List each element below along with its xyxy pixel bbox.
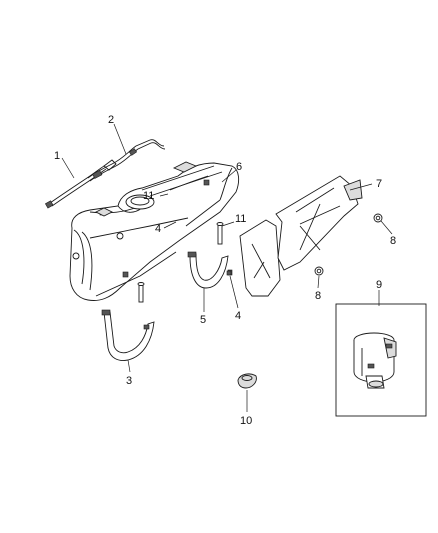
- callout-4b: 4: [235, 310, 241, 322]
- part-4-fastener: [226, 270, 232, 276]
- part-2-vapor-line: [87, 139, 166, 182]
- part-11-bolt: [137, 282, 145, 303]
- callout-2: 2: [108, 114, 114, 126]
- part-9-fuel-pump-module: [353, 332, 397, 389]
- callout-11a: 11: [143, 190, 154, 202]
- callout-5: 5: [200, 314, 206, 326]
- part-11-bolt-2: [216, 222, 224, 245]
- part-3-tank-strap: [101, 309, 155, 361]
- callout-9: 9: [376, 279, 382, 291]
- part-8-nut: [373, 213, 383, 223]
- callout-10: 10: [240, 415, 252, 427]
- part-8-nut-2: [314, 266, 324, 276]
- part-7-heat-shield: [239, 175, 363, 297]
- part-6-fuel-tank: [69, 161, 240, 301]
- leader-lines: [61, 123, 393, 412]
- callout-7: 7: [376, 178, 382, 190]
- callout-11b: 11: [235, 213, 246, 225]
- callout-8a: 8: [390, 235, 396, 247]
- callout-1: 1: [54, 150, 60, 162]
- callout-3: 3: [126, 375, 132, 387]
- callout-4a: 4: [155, 223, 161, 235]
- part-10-clip: [237, 373, 257, 389]
- callouts: 1 2 3 4 4 5 6 7 8 8 9 10 11 11: [54, 114, 396, 427]
- callout-8b: 8: [315, 290, 321, 302]
- part-5-tank-strap: [187, 251, 233, 289]
- callout-6: 6: [236, 161, 242, 173]
- part-9-inset-box: [335, 303, 427, 417]
